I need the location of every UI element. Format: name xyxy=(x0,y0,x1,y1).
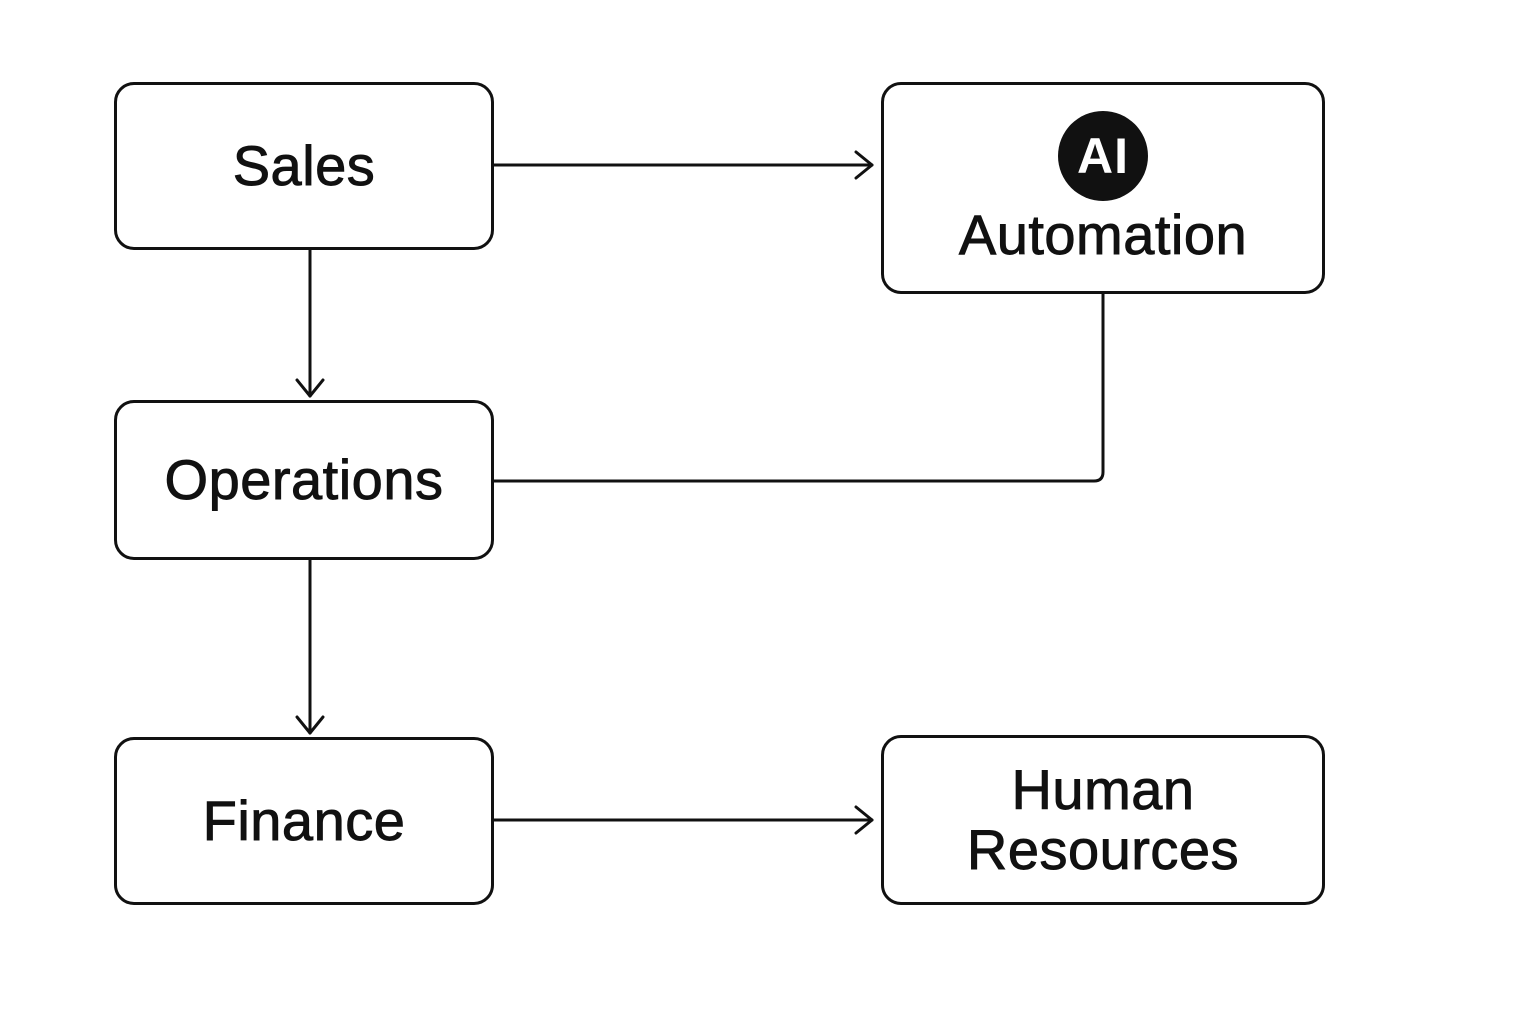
arrowhead-finance-to-hr xyxy=(854,805,874,835)
node-human-resources-label-line1: Human xyxy=(1011,758,1195,821)
node-operations-label: Operations xyxy=(164,448,444,511)
arrowhead-sales-to-automation xyxy=(854,150,874,180)
node-human-resources-label-line2: Resources xyxy=(966,818,1240,881)
arrowhead-operations-to-finance xyxy=(295,715,325,735)
node-operations: Operations xyxy=(114,400,494,560)
ai-badge-text: AI xyxy=(1077,128,1129,184)
node-sales-label: Sales xyxy=(232,134,376,197)
node-finance-label: Finance xyxy=(202,789,406,852)
node-human-resources: Human Resources xyxy=(881,735,1325,905)
edge-automation-to-operations xyxy=(492,292,1105,483)
node-automation-label: Automation xyxy=(958,203,1248,266)
node-sales: Sales xyxy=(114,82,494,250)
node-finance: Finance xyxy=(114,737,494,905)
ai-badge-icon: AI xyxy=(1058,111,1148,201)
node-automation: AI Automation xyxy=(881,82,1325,294)
arrowhead-sales-to-operations xyxy=(295,378,325,398)
